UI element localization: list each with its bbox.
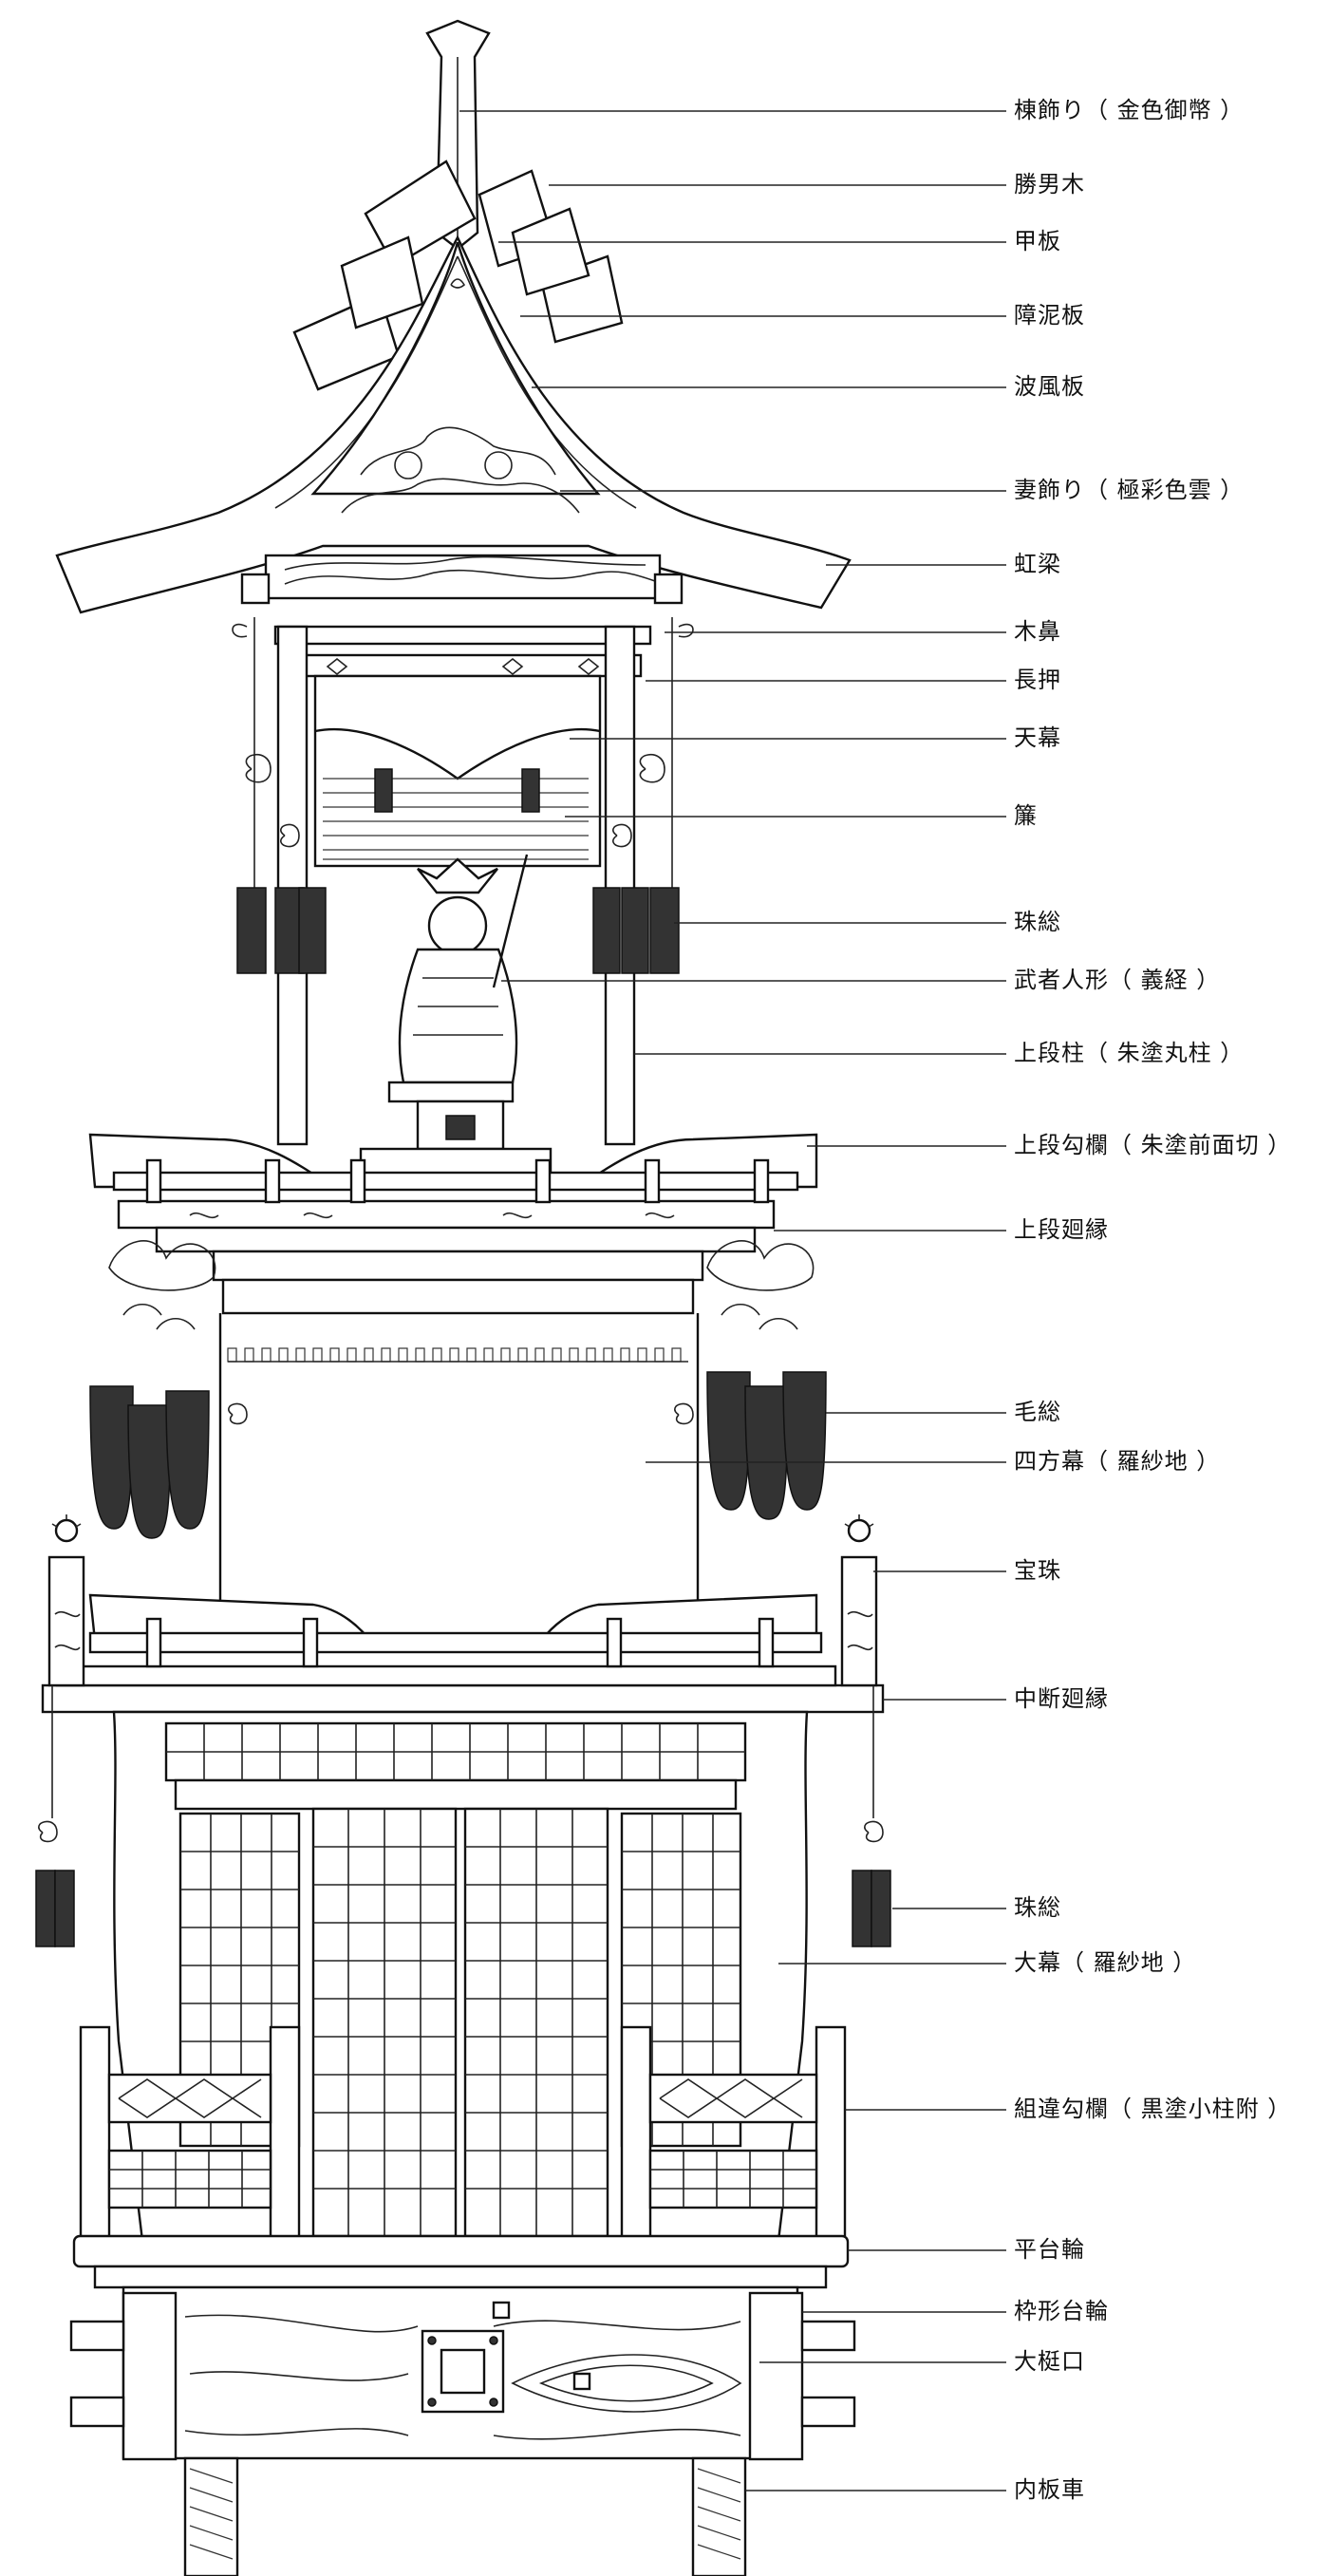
callout-jodan-koran: 上段勾欄（ 朱塗前面切 ） <box>1014 1132 1292 1158</box>
hair-tassels-right <box>706 1240 827 1520</box>
callout-katsuogi: 勝男木 <box>1014 171 1085 197</box>
callout-tsuma-kazari: 妻飾り（ 極彩色雲 ） <box>1014 477 1245 503</box>
callout-kefusa: 毛総 <box>1014 1399 1061 1425</box>
callout-koryo: 虹梁 <box>1014 551 1061 577</box>
callout-shihomaku: 四方幕（ 羅紗地 ） <box>1014 1448 1221 1475</box>
callout-koita: 甲板 <box>1014 228 1061 254</box>
middle-curtain-drawing <box>89 1240 827 1614</box>
callout-sudare: 簾 <box>1014 802 1038 829</box>
callout-chudan-mawaribuchi: 中断廻縁 <box>1014 1685 1109 1712</box>
hoju-post-left <box>47 1514 85 1687</box>
lower-balustrade-drawing <box>79 2025 847 2243</box>
callout-hoju: 宝珠 <box>1014 1557 1061 1584</box>
callout-tenmaku: 天幕 <box>1014 724 1061 751</box>
base-drawing <box>69 2234 856 2576</box>
warrior-figure-drawing <box>387 854 529 1151</box>
leader-lines <box>459 110 1006 2491</box>
callout-tama-fusa-upper: 珠総 <box>1014 909 1061 935</box>
callout-hafuita: 波風板 <box>1014 373 1085 400</box>
callout-tama-fusa-lower: 珠総 <box>1014 1894 1061 1921</box>
callout-nageshi: 長押 <box>1014 667 1061 693</box>
callout-wakugata-daiwa: 枠形台輪 <box>1014 2298 1109 2324</box>
callout-kumichigai-koran: 組違勾欄（ 黒塗小柱附 ） <box>1014 2096 1292 2122</box>
callout-jodan-mawaribuchi: 上段廻縁 <box>1014 1216 1109 1243</box>
callout-uchiita-guruma: 内板車 <box>1014 2476 1085 2503</box>
middle-balustrade-drawing <box>41 1514 885 1714</box>
callout-omaku: 大幕（ 羅紗地 ） <box>1014 1949 1197 1976</box>
hair-tassels-left <box>89 1240 216 1539</box>
callout-ohozoguchi: 大梃口 <box>1014 2348 1085 2375</box>
upper-balustrade-drawing <box>88 1133 818 1253</box>
callout-ridge-ornament: 棟飾り（ 金色御幣 ） <box>1014 97 1245 123</box>
katsuogi-drawing <box>292 160 624 391</box>
lower-tassels-left <box>35 1685 75 1947</box>
callout-jodan-bashira: 上段柱（ 朱塗丸柱 ） <box>1014 1040 1245 1066</box>
upper-pavilion-drawing <box>232 617 694 1151</box>
upper-tassels-right <box>592 754 680 974</box>
callout-kibana: 木鼻 <box>1014 618 1061 645</box>
hoju-post-right <box>840 1514 878 1687</box>
callout-hiradaiwa: 平台輪 <box>1014 2236 1085 2263</box>
callout-shodeita: 障泥板 <box>1014 302 1085 329</box>
callout-musha-ningyo: 武者人形（ 義経 ） <box>1014 967 1221 993</box>
roof-drawing <box>55 235 852 614</box>
upper-tassels-left <box>236 754 327 974</box>
lower-tassels-right <box>852 1685 891 1947</box>
